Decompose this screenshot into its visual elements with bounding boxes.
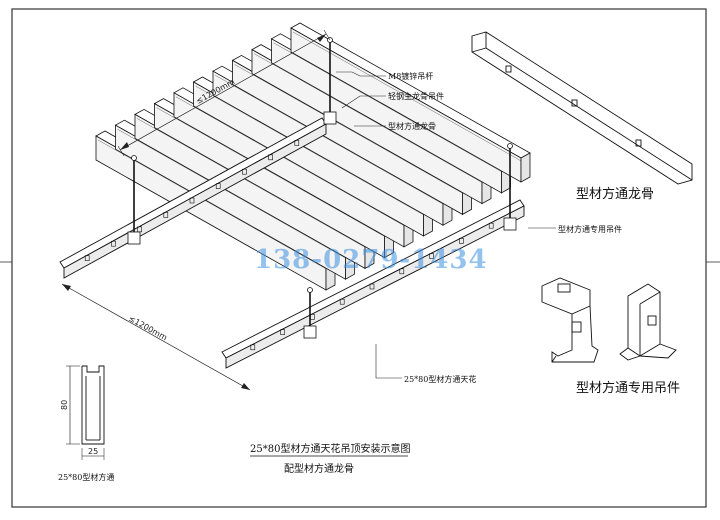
keel-slot bbox=[268, 154, 273, 161]
keel-slot bbox=[111, 240, 116, 247]
keel-side bbox=[225, 205, 525, 369]
hanger-part-title: 型材方通专用吊件 bbox=[576, 380, 680, 396]
keel-slot bbox=[459, 238, 464, 244]
rod-hanger-clip bbox=[303, 325, 317, 339]
ceiling-label: 25*80型材方通天花 bbox=[404, 374, 476, 384]
keel-slot bbox=[84, 255, 90, 261]
slat-groove bbox=[136, 118, 368, 249]
keel-slot bbox=[369, 283, 375, 290]
bottom-span-label: ≤1200mm bbox=[127, 314, 169, 343]
rod-hanger-clip bbox=[323, 111, 337, 125]
special-hanger-label: 型材方通专用吊件 bbox=[558, 224, 622, 234]
rod-top-cap bbox=[131, 155, 137, 161]
slat-groove bbox=[156, 107, 387, 238]
keel-slot bbox=[488, 222, 494, 229]
slat-groove bbox=[234, 64, 465, 195]
callouts: M8镀锌吊杆 轻钢主龙骨吊件 型材方通龙骨 型材方通专用吊件 25*80型材方通… bbox=[336, 71, 622, 384]
keel-slot bbox=[215, 183, 221, 189]
keel-slot bbox=[399, 268, 405, 275]
hanger-part-2 bbox=[619, 283, 677, 361]
slat-groove bbox=[253, 53, 485, 184]
keel-part-drawing bbox=[471, 31, 693, 185]
profile-title: 25*80型材方通 bbox=[58, 472, 114, 482]
ceiling-slat bbox=[290, 22, 531, 183]
keel-part-title: 型材方通龙骨 bbox=[576, 186, 654, 202]
keel-slot bbox=[280, 329, 285, 335]
keel-slot bbox=[242, 168, 247, 175]
hanger-rod bbox=[303, 287, 317, 339]
main-title: 25*80型材方通天花吊顶安装示意图 bbox=[250, 442, 410, 455]
keel-bar bbox=[221, 199, 525, 369]
rod-label: M8镀锌吊杆 bbox=[388, 71, 433, 81]
phone-watermark: 138-0279-1434 bbox=[254, 245, 488, 275]
slat-groove bbox=[175, 96, 407, 228]
hanger-rod bbox=[127, 155, 141, 245]
slat-groove bbox=[292, 31, 524, 163]
keel-slot bbox=[250, 344, 256, 351]
rod-top-cap bbox=[307, 287, 313, 293]
slat-groove bbox=[195, 85, 426, 217]
hanger-rod bbox=[323, 37, 337, 125]
ceiling-slats bbox=[95, 22, 531, 291]
profile-width-label: 25 bbox=[88, 447, 98, 456]
drawing-frame bbox=[11, 8, 707, 508]
slat-groove bbox=[273, 42, 504, 174]
keel-slot bbox=[339, 298, 345, 305]
slat-end-cap bbox=[520, 152, 531, 183]
profile-section bbox=[66, 365, 105, 460]
rod-top-cap bbox=[507, 143, 513, 149]
rod-hanger-clip bbox=[127, 231, 141, 245]
sub-title: 配型材方通龙骨 bbox=[284, 462, 354, 475]
keel-slot bbox=[429, 253, 434, 259]
slat-groove bbox=[97, 139, 329, 271]
hanger-rods bbox=[127, 37, 517, 339]
keel-label: 型材方通龙骨 bbox=[388, 121, 436, 131]
slat-groove bbox=[214, 74, 446, 206]
rod-hanger-clip bbox=[503, 217, 517, 231]
main-hanger-label: 轻钢主龙骨吊件 bbox=[388, 91, 444, 101]
hanger-rod bbox=[503, 143, 517, 231]
keel-slot bbox=[189, 197, 195, 204]
bottom-dimension: ≤1200mm bbox=[61, 283, 251, 391]
keel-slot bbox=[294, 140, 300, 146]
keel-slot bbox=[163, 212, 169, 218]
hanger-part-1 bbox=[541, 277, 599, 363]
slat-groove bbox=[117, 128, 348, 260]
profile-height-label: 80 bbox=[60, 400, 69, 410]
